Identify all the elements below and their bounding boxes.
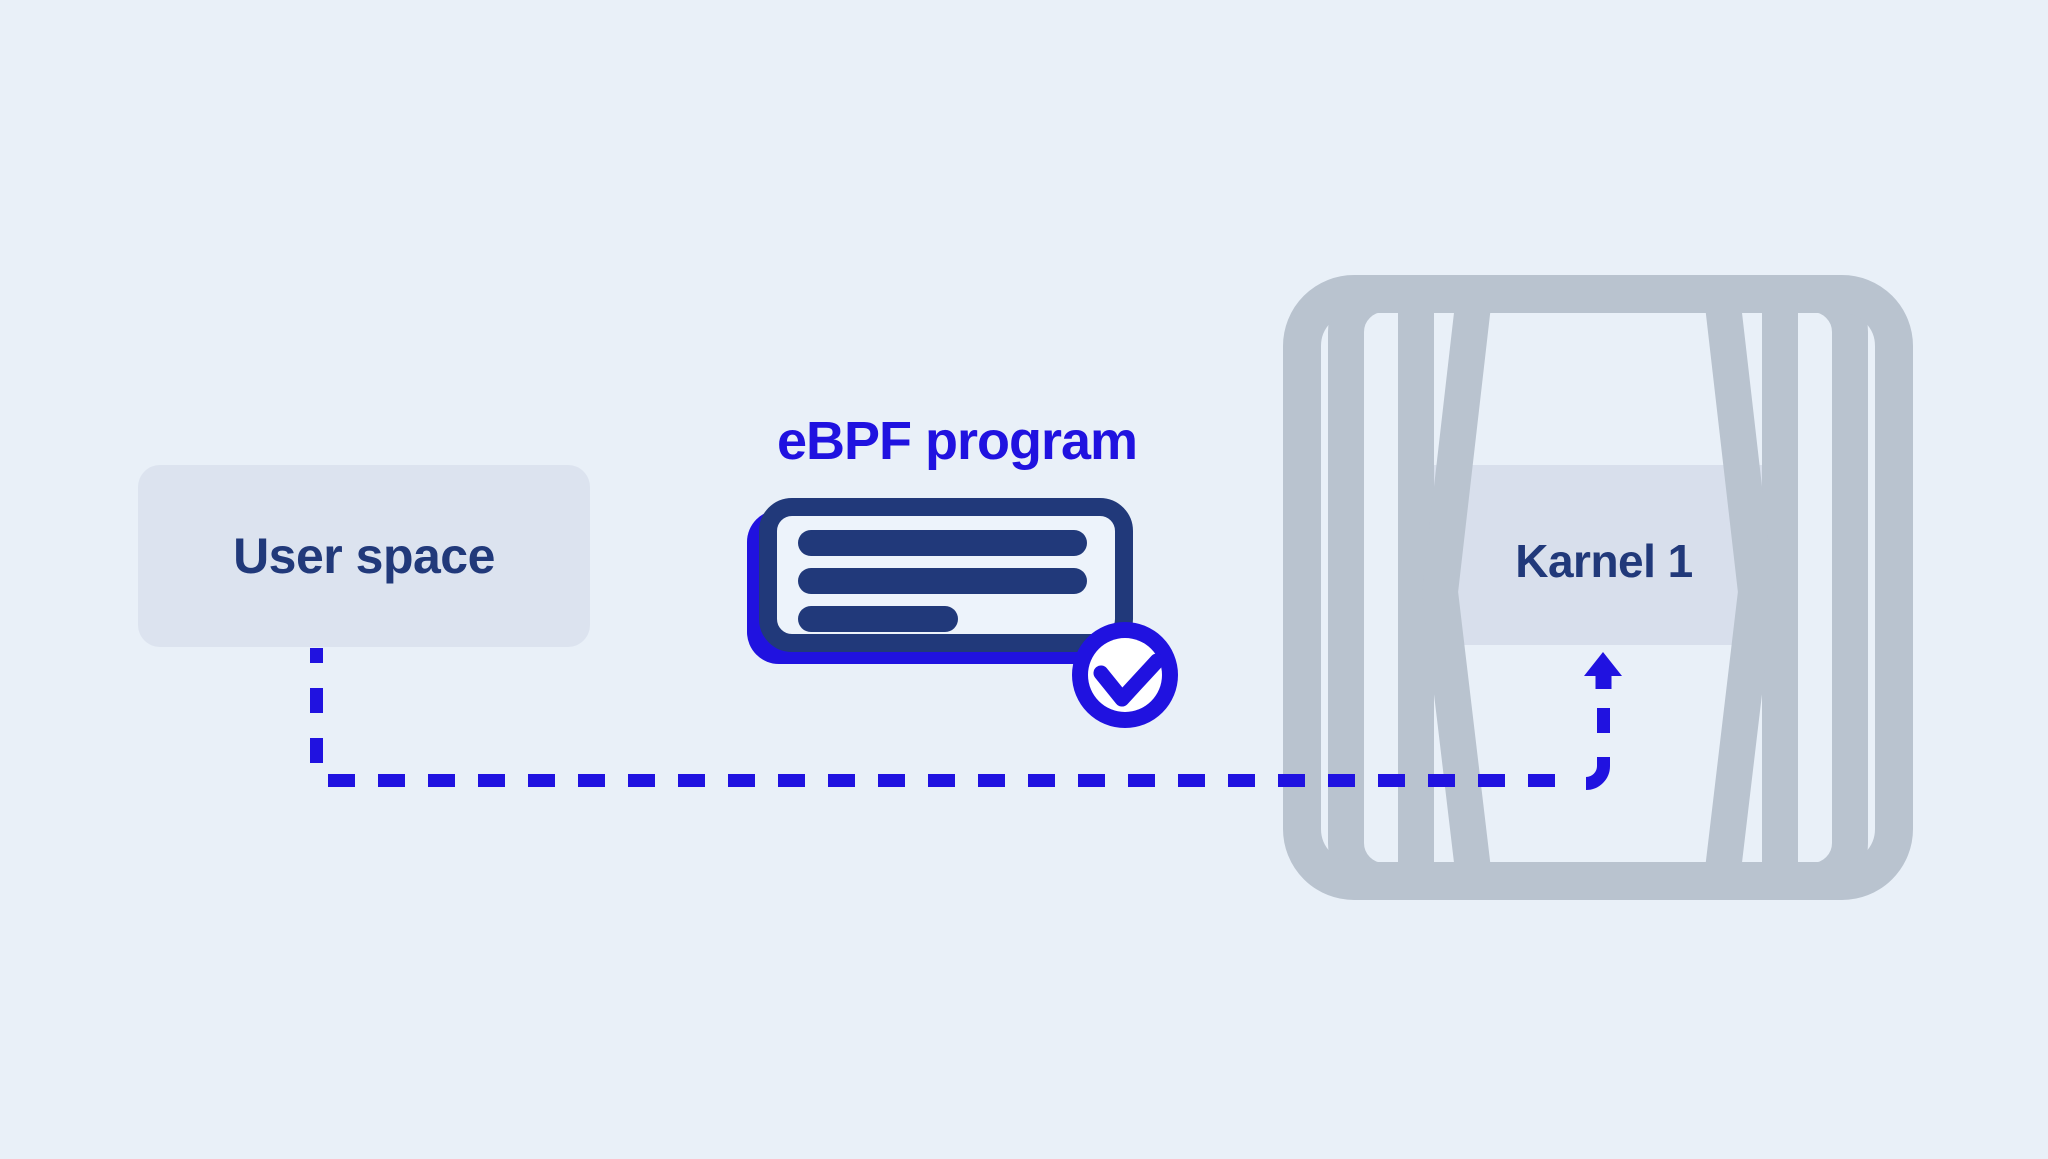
cage-bar-bent: [1422, 302, 1491, 873]
code-line-bar: [798, 530, 1087, 556]
arrowhead: [1584, 652, 1622, 676]
user-space-box: [138, 465, 590, 647]
kernel-label: Karnel 1: [1515, 535, 1693, 587]
user-space-label: User space: [233, 528, 495, 584]
check-badge-icon: [1072, 622, 1178, 728]
cage-outer-frame: [1283, 275, 1913, 900]
checkmark-icon: [1093, 653, 1165, 707]
badge-inner-circle: [1088, 638, 1162, 712]
arrow-up-icon: [1584, 652, 1622, 689]
code-line-bar: [798, 606, 958, 632]
ebpf-program-card-icon: [747, 498, 1178, 728]
arrow-stem: [1595, 674, 1612, 689]
code-line-bar: [798, 568, 1087, 594]
user-space-node: User space: [138, 465, 590, 647]
dashed-connector-line: [310, 648, 1622, 790]
ebpf-program-label: eBPF program: [777, 411, 1137, 471]
kernel-cage-icon: Karnel 1: [1283, 275, 1913, 900]
cage-bar-bent: [1705, 302, 1774, 873]
connector-corner-dash: [1585, 757, 1610, 790]
